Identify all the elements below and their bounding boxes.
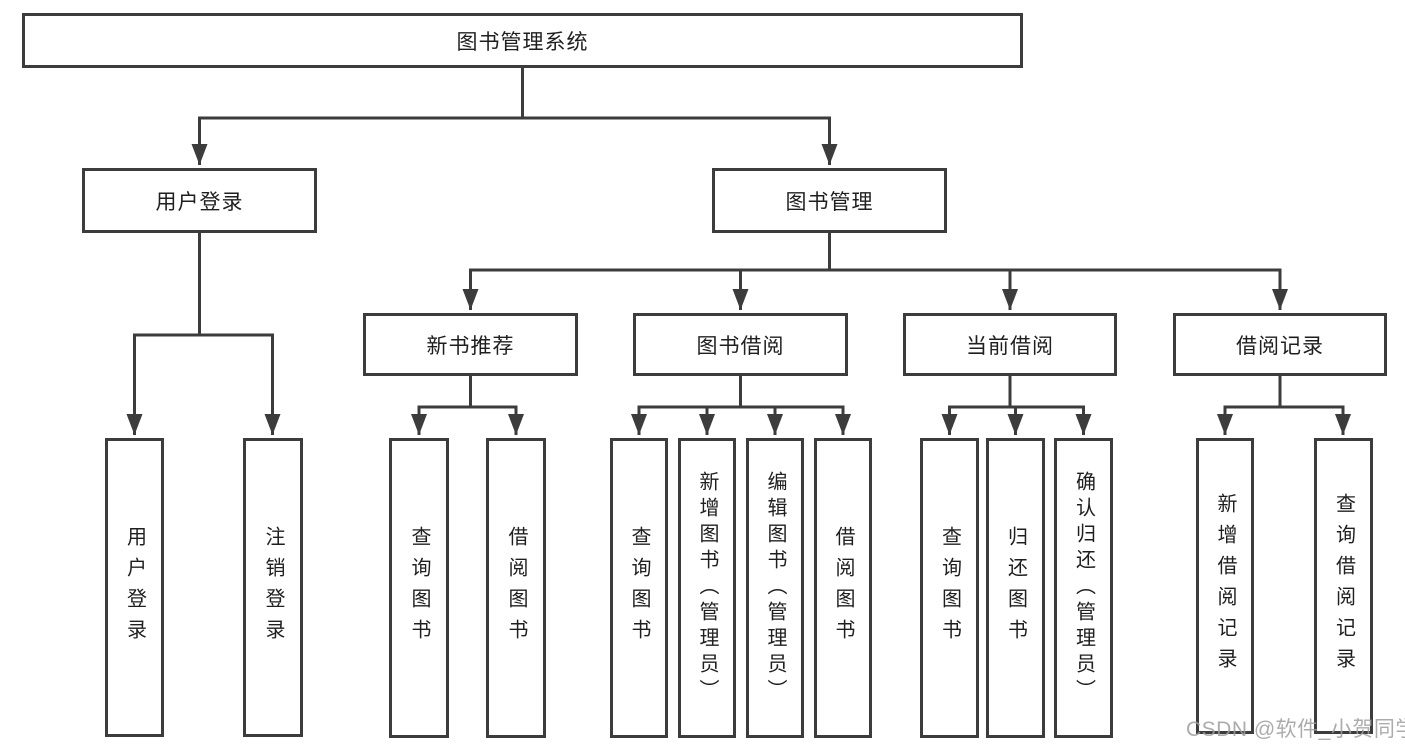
leaf-edit-book-admin: 编辑图书（管理员） (746, 438, 804, 738)
node-current-borrow: 当前借阅 (903, 313, 1117, 376)
node-book-borrow: 图书借阅 (633, 313, 848, 376)
node-user-login: 用户登录 (82, 168, 317, 233)
leaf-confirm-return-admin: 确认归还（管理员） (1054, 438, 1113, 738)
csdn-watermark: CSDN @软件_小贺同学 (1186, 718, 1405, 741)
leaf-return-book: 归还图书 (986, 438, 1045, 738)
leaf-logout: 注销登录 (243, 438, 303, 737)
leaf-query-book-2: 查询图书 (610, 438, 668, 738)
node-book-management: 图书管理 (712, 168, 947, 233)
leaf-add-book-admin: 新增图书（管理员） (678, 438, 736, 738)
leaf-add-borrow-record: 新增借阅记录 (1196, 438, 1254, 734)
node-new-book-recommend: 新书推荐 (363, 313, 578, 376)
leaf-query-book-1: 查询图书 (389, 438, 449, 738)
leaf-query-book-3: 查询图书 (920, 438, 979, 738)
node-root: 图书管理系统 (22, 13, 1023, 68)
node-borrow-records: 借阅记录 (1173, 313, 1387, 376)
leaf-query-borrow-record: 查询借阅记录 (1314, 438, 1373, 734)
leaf-borrow-book-1: 借阅图书 (486, 438, 546, 738)
leaf-user-login: 用户登录 (105, 438, 164, 737)
leaf-borrow-book-2: 借阅图书 (814, 438, 872, 738)
